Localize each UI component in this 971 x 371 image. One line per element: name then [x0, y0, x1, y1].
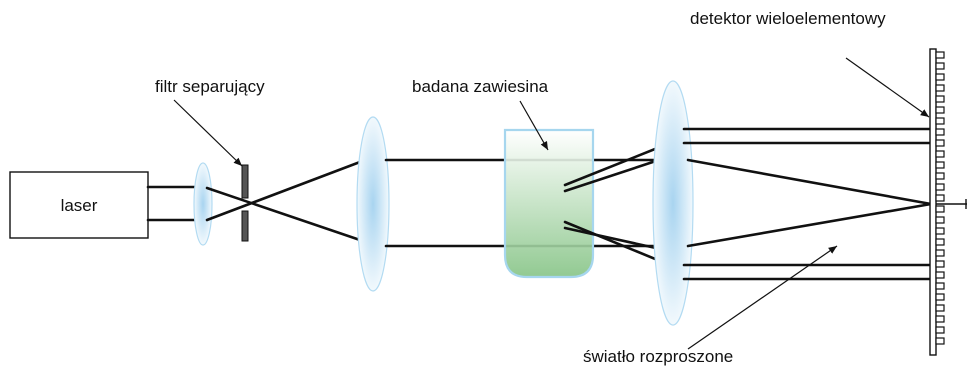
filter-plate-top — [241, 164, 249, 199]
detector-element — [935, 172, 945, 180]
detector-element — [935, 315, 945, 323]
detector-element — [935, 128, 945, 136]
laser-box — [9, 171, 149, 239]
detector-element — [935, 95, 945, 103]
filter-pointer-line — [173, 99, 243, 167]
detector-element — [935, 106, 945, 114]
detector-element — [935, 73, 945, 81]
detector-element — [935, 293, 945, 301]
scattered-ray-upper-1 — [563, 143, 667, 187]
detector-label: detektor wieloelementowy — [690, 9, 886, 28]
crossing-beam-2 — [205, 160, 362, 222]
scattered-light-label: światło rozproszone — [583, 347, 733, 366]
focused-beam-bottom — [686, 202, 933, 248]
detector-element — [935, 260, 945, 268]
laser-source: laser — [9, 171, 149, 239]
detector-element — [935, 139, 945, 147]
sample-label: badana zawiesina — [412, 77, 549, 96]
spatial-filter — [241, 164, 249, 242]
filter-plate-bottom — [241, 210, 249, 242]
focused-beam-top — [686, 158, 933, 206]
multi-element-detector — [929, 48, 945, 356]
detector-element — [935, 216, 945, 224]
detector-element — [935, 337, 945, 345]
detector-element — [935, 84, 945, 92]
collimating-lens — [356, 116, 390, 292]
crossing-beam-1 — [205, 186, 362, 242]
detector-element — [935, 150, 945, 158]
detector-element — [935, 326, 945, 334]
detector-element — [935, 249, 945, 257]
detector-pointer-line — [845, 57, 930, 118]
detector-element — [935, 62, 945, 70]
scattered-ray-upper-2 — [563, 156, 667, 193]
detector-element — [935, 183, 945, 191]
detector-element — [935, 194, 945, 202]
detector-body — [929, 48, 937, 356]
sample-pointer-line — [519, 100, 549, 151]
laser-label: laser — [61, 196, 98, 215]
sample-cuvette — [503, 128, 595, 279]
fourier-lens — [652, 80, 694, 326]
focusing-lens — [193, 162, 213, 246]
detector-element — [935, 117, 945, 125]
scattered-ray-lower-2 — [563, 226, 667, 252]
detector-element — [935, 51, 945, 59]
filter-label: filtr separujący — [155, 77, 265, 96]
detector-element — [935, 271, 945, 279]
scattered-light-pointer-line — [687, 245, 838, 350]
detector-element — [935, 161, 945, 169]
detector-element — [935, 238, 945, 246]
detector-element — [935, 227, 945, 235]
detector-element — [935, 205, 945, 213]
detector-element — [935, 282, 945, 290]
detector-element — [935, 304, 945, 312]
scattered-ray-lower-1 — [563, 220, 667, 265]
